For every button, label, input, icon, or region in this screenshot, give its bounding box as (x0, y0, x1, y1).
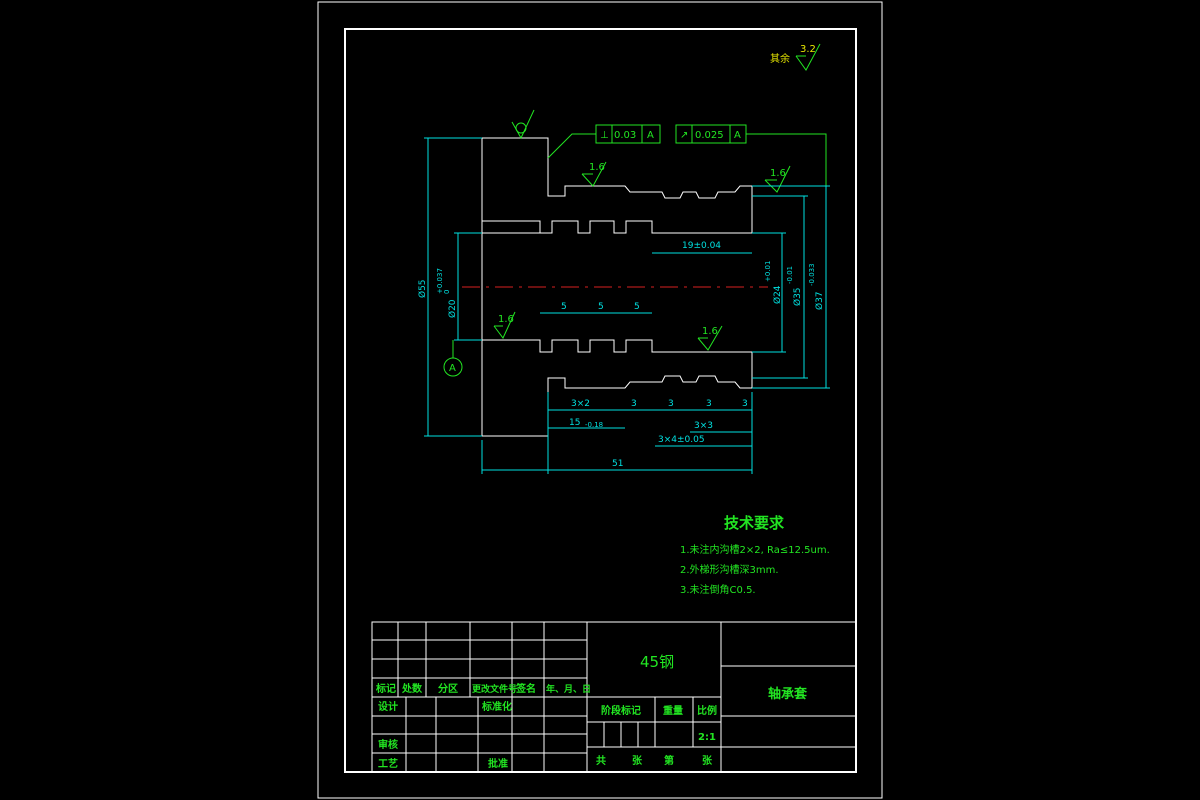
gtol2-symbol: ↗ (680, 130, 688, 141)
gtol1-value: 0.03 (614, 130, 636, 141)
dim-l51: 51 (612, 459, 623, 469)
roughness-outer-value: 1.6 (770, 168, 786, 179)
dim-l19-text: 19±0.04 (682, 241, 721, 251)
dim-d37: Ø37 -0.033 (752, 185, 830, 389)
tb-scale-value: 2:1 (698, 732, 716, 743)
dim-l19: 19±0.04 (652, 241, 752, 254)
tb-scale: 比例 (697, 704, 717, 717)
dim-d24-text: Ø24 (772, 285, 783, 304)
roughness-symbol-icon (795, 43, 821, 71)
gtol2-value: 0.025 (695, 130, 724, 141)
tb-stage-mark: 阶段标记 (601, 704, 641, 717)
gtol-perpendicularity: ⊥ 0.03 A (547, 124, 661, 159)
dim-d35: Ø35 -0.01 (752, 195, 808, 379)
outer-frame (317, 1, 883, 799)
roughness-outer: 1.6 (764, 165, 791, 193)
roughness-inner-value: 1.6 (702, 326, 718, 337)
tech-item-3: 3.未注倒角C0.5. (680, 583, 756, 596)
roughness-left-value: 1.6 (498, 314, 514, 325)
roughness-bore-value: 1.6 (589, 162, 605, 173)
tb-label-0: 标记 (375, 682, 396, 695)
tb-review: 审核 (378, 738, 398, 751)
tech-title: 技术要求 (724, 514, 785, 532)
dim-grooves: 5 5 5 (540, 302, 652, 314)
roughness-other-value: 3.2 (800, 44, 816, 55)
dim-s4: 3 (742, 399, 748, 409)
dim-3x4: 3×4±0.05 (658, 435, 705, 445)
gtol1-datum: A (647, 130, 654, 141)
roughness-other: 其余 3.2 (770, 43, 821, 71)
dim-d37-text: Ø37 (814, 291, 825, 310)
gtol1-symbol: ⊥ (600, 130, 609, 141)
tb-page: 第 (664, 754, 674, 767)
gtol-runout: ↗ 0.025 A (675, 124, 827, 186)
tb-label-5: 年、月、日 (546, 683, 591, 695)
datum-a: A (443, 340, 463, 377)
dim-d20-tol2: 0 (443, 290, 451, 294)
dim-3x3: 3×3 (694, 421, 713, 431)
upper-wall (481, 137, 753, 234)
dim-d24-tol: +0.01 (764, 261, 772, 282)
gtol2-datum: A (734, 130, 741, 141)
dim-s3: 3 (706, 399, 712, 409)
dim-l15-tol: -0.18 (585, 421, 603, 429)
dim-d35-text: Ø35 (792, 287, 803, 306)
title-block: 45钢 轴承套 标记 处数 分区 更改文件号 签名 年、月、日 设计 标准化 阶… (371, 621, 857, 773)
dim-d55-text: Ø55 (417, 279, 428, 298)
tb-sheet-unit: 张 (632, 754, 643, 767)
dim-d20-text: Ø20 (447, 299, 458, 318)
roughness-inner: 1.6 (697, 325, 723, 351)
tb-total: 共 (596, 754, 606, 767)
tb-approve: 批准 (488, 757, 508, 770)
dim-s2: 3 (668, 399, 674, 409)
dim-l15: 15 (569, 418, 580, 428)
part-name: 轴承套 (768, 686, 808, 702)
dim-bottom: 3×2 15 -0.18 3 3 3 3 3×3 3×4±0.05 51 (481, 392, 753, 474)
tb-standard: 标准化 (481, 700, 512, 713)
dim-d37-tol: -0.033 (808, 263, 816, 286)
part-section (481, 137, 753, 437)
tb-label-4: 签名 (515, 682, 536, 695)
roughness-bore: 1.6 (581, 161, 607, 187)
dim-d35-tol: -0.01 (786, 266, 794, 284)
roughness-left: 1.6 (493, 311, 516, 339)
dim-g2: 5 (598, 302, 604, 312)
tech-item-2: 2.外梯形沟槽深3mm. (680, 563, 779, 576)
tb-label-2: 分区 (438, 682, 458, 695)
dim-d24: Ø24 +0.01 (752, 232, 786, 353)
datum-a-label: A (449, 363, 456, 374)
material: 45钢 (640, 653, 674, 671)
tb-label-3: 更改文件号 (472, 683, 517, 695)
dim-d20: Ø20 +0.037 0 (436, 232, 482, 341)
tb-weight: 重量 (663, 704, 683, 717)
tb-label-1: 处数 (401, 682, 423, 695)
tb-design: 设计 (378, 700, 398, 713)
tech-requirements: 技术要求 1.未注内沟槽2×2, Ra≤12.5um. 2.外梯形沟槽深3mm.… (680, 514, 830, 596)
tech-item-1: 1.未注内沟槽2×2, Ra≤12.5um. (680, 543, 830, 556)
tb-page-unit: 张 (702, 754, 713, 767)
dim-3x2: 3×2 (571, 399, 590, 409)
dim-g3: 5 (634, 302, 640, 312)
roughness-other-label: 其余 (770, 52, 790, 65)
dim-s1: 3 (631, 399, 637, 409)
dim-d20-tol: +0.037 (436, 268, 444, 294)
dim-d55: Ø55 (417, 137, 482, 437)
tb-process: 工艺 (378, 757, 398, 770)
dim-g1: 5 (561, 302, 567, 312)
